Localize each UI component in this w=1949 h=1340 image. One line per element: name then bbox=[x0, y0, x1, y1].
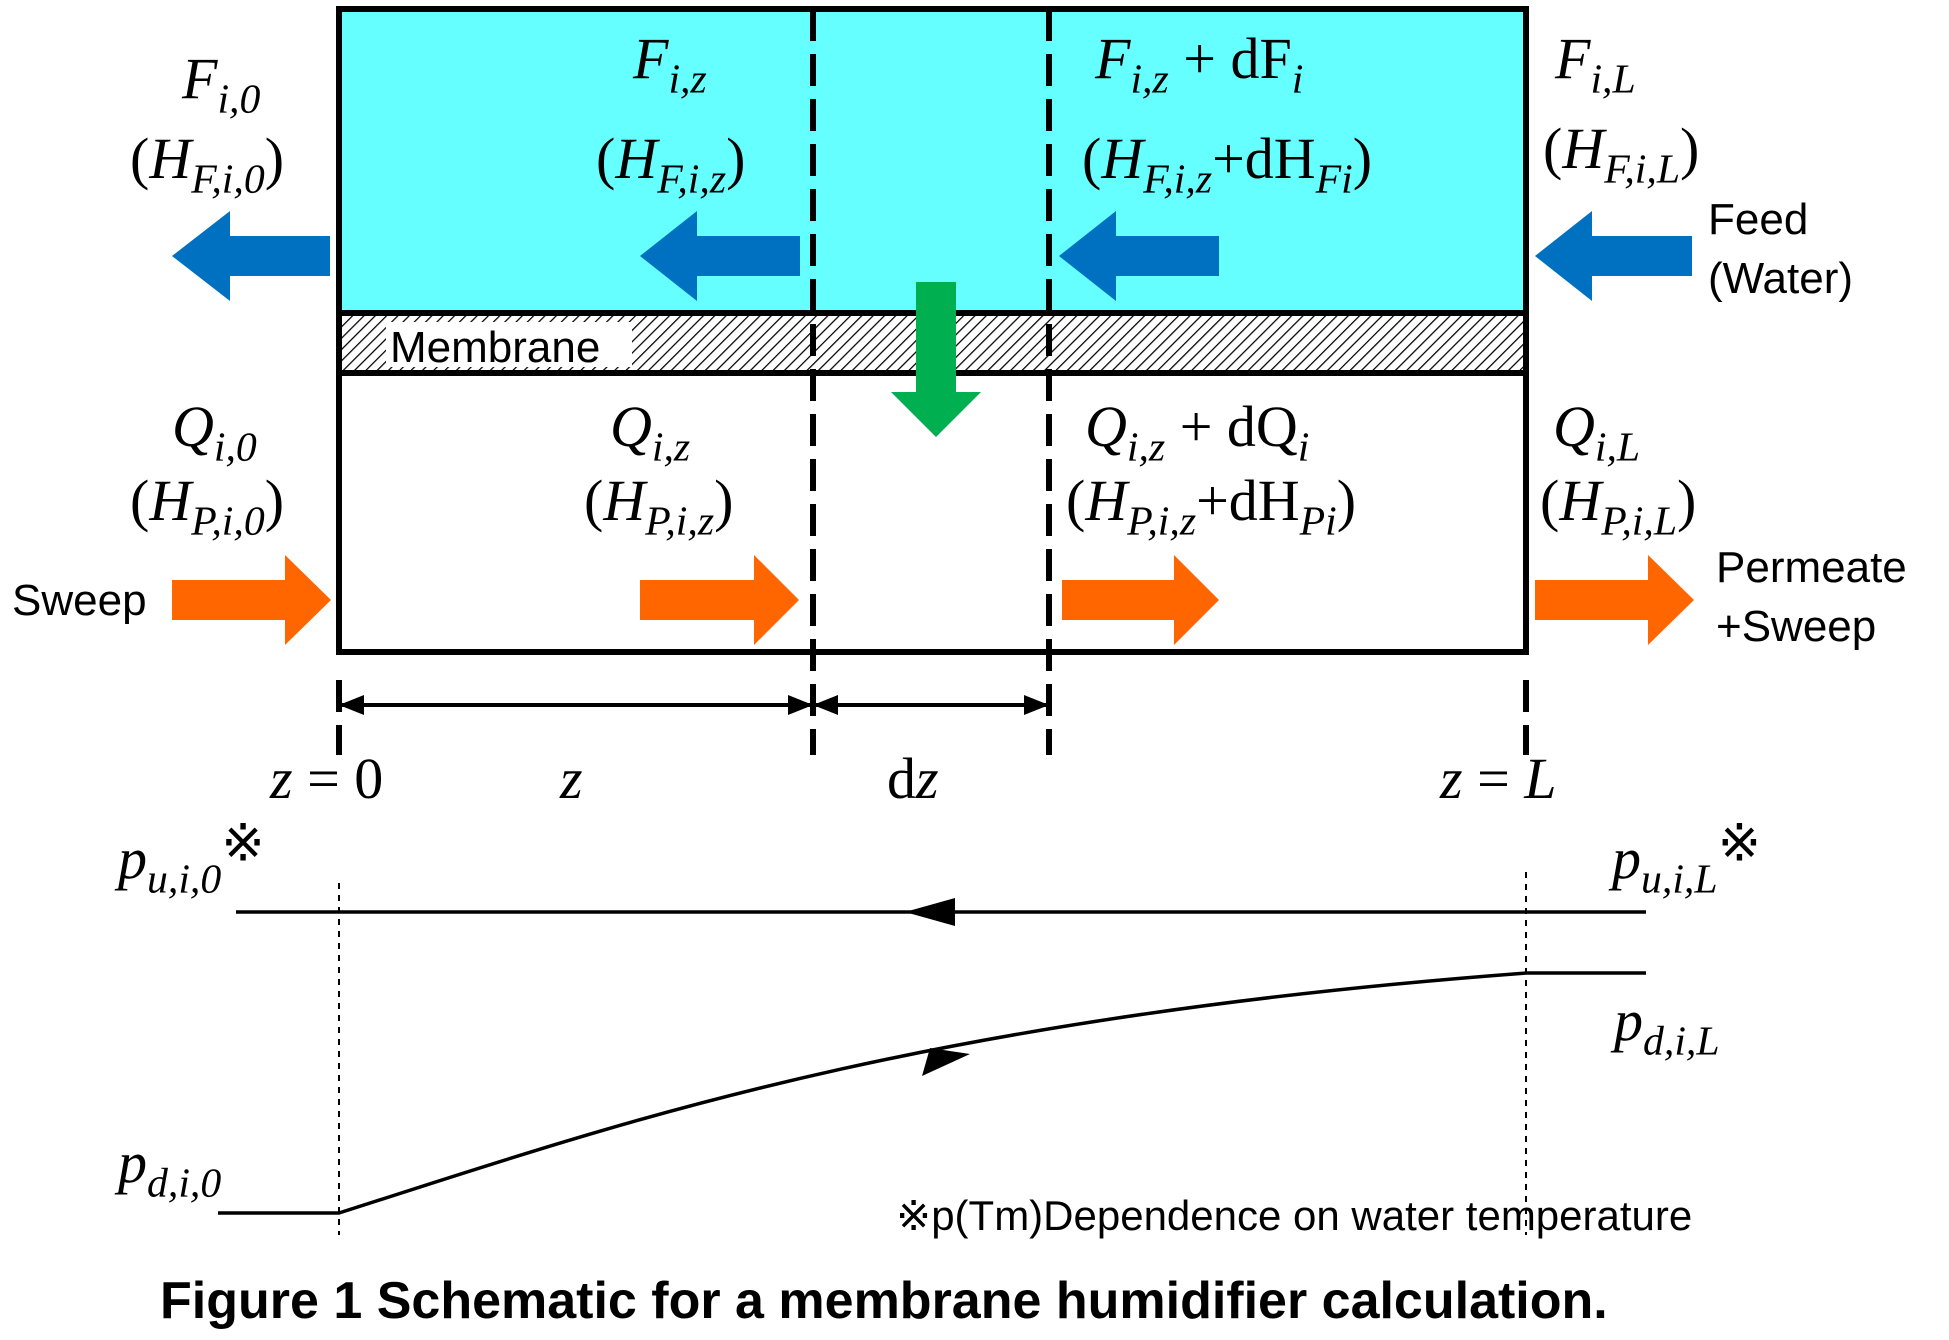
figure-caption: Figure 1 Schematic for a membrane humidi… bbox=[160, 1272, 1608, 1330]
zL-label: z = L bbox=[1439, 746, 1557, 811]
permeate-outlet-label-line1: Permeate bbox=[1716, 543, 1907, 592]
downstream-pressure-label-z0: pd,i,0 bbox=[114, 1130, 221, 1207]
permeate-enthalpy-label-z-dz: (HP,i,z+dHPi) bbox=[1066, 468, 1356, 545]
permeate-flow-label-z: Qi,z bbox=[610, 394, 690, 471]
permeate-flow-label-z0: Qi,0 bbox=[172, 394, 257, 471]
permeate-flow-label-zL: Qi,L bbox=[1553, 394, 1640, 471]
water-transfer-arrow bbox=[891, 282, 981, 437]
membrane-label-box bbox=[386, 322, 632, 367]
membrane-label: Membrane bbox=[390, 323, 600, 372]
feed-inlet-label-line2: (Water) bbox=[1708, 254, 1853, 303]
z-label: z bbox=[559, 746, 583, 811]
upstream-pressure-label-zL: pu,i,L※ bbox=[1608, 815, 1761, 903]
downstream-pressure-curve bbox=[218, 971, 1646, 1215]
footnote: ※p(Tm)Dependence on water temperature bbox=[896, 1192, 1692, 1239]
permeate-flow-label-z-dz: Qi,z + dQi bbox=[1085, 394, 1309, 471]
downstream-direction-arrow bbox=[922, 1048, 970, 1076]
feed-channel bbox=[339, 9, 1526, 313]
feed-inlet-label-line1: Feed bbox=[1708, 195, 1808, 244]
permeate-enthalpy-label-z0: (HP,i,0) bbox=[130, 468, 284, 545]
upstream-pressure-label-z0: pu,i,0※ bbox=[114, 815, 265, 903]
dimension-lines bbox=[339, 695, 1049, 715]
sweep-arrow-z bbox=[640, 555, 799, 645]
feed-flow-label-z: Fi,z bbox=[632, 26, 707, 103]
feed-arrow-dz-out bbox=[1059, 211, 1219, 301]
feed-flow-label-z-dz: Fi,z + dFi bbox=[1094, 26, 1303, 103]
permeate-enthalpy-label-zL: (HP,i,L) bbox=[1540, 468, 1696, 545]
sweep-arrow-dz-out bbox=[1062, 555, 1219, 645]
feed-enthalpy-label-z-dz: (HF,i,z+dHFi) bbox=[1082, 126, 1372, 203]
downstream-pressure-label-zL: pd,i,L bbox=[1610, 988, 1720, 1065]
feed-enthalpy-label-z: (HF,i,z) bbox=[596, 126, 745, 203]
sweep-inlet-arrow bbox=[172, 555, 331, 645]
permeate-outlet-label-line2: +Sweep bbox=[1716, 602, 1876, 651]
feed-flow-label-z0: Fi,0 bbox=[181, 46, 260, 123]
feed-arrow-z bbox=[640, 211, 800, 301]
permeate-outlet-arrow bbox=[1535, 555, 1694, 645]
feed-inlet-arrow bbox=[1535, 211, 1692, 301]
upstream-direction-arrow bbox=[905, 898, 955, 926]
sweep-inlet-label: Sweep bbox=[12, 576, 147, 625]
z0-label: z = 0 bbox=[269, 746, 383, 811]
feed-outlet-arrow bbox=[172, 211, 330, 301]
feed-enthalpy-label-zL: (HF,i,L) bbox=[1543, 116, 1699, 193]
permeate-enthalpy-label-z: (HP,i,z) bbox=[584, 468, 733, 545]
feed-enthalpy-label-z0: (HF,i,0) bbox=[130, 126, 284, 203]
dz-label: dz bbox=[887, 746, 939, 811]
feed-flow-label-zL: Fi,L bbox=[1554, 26, 1636, 103]
